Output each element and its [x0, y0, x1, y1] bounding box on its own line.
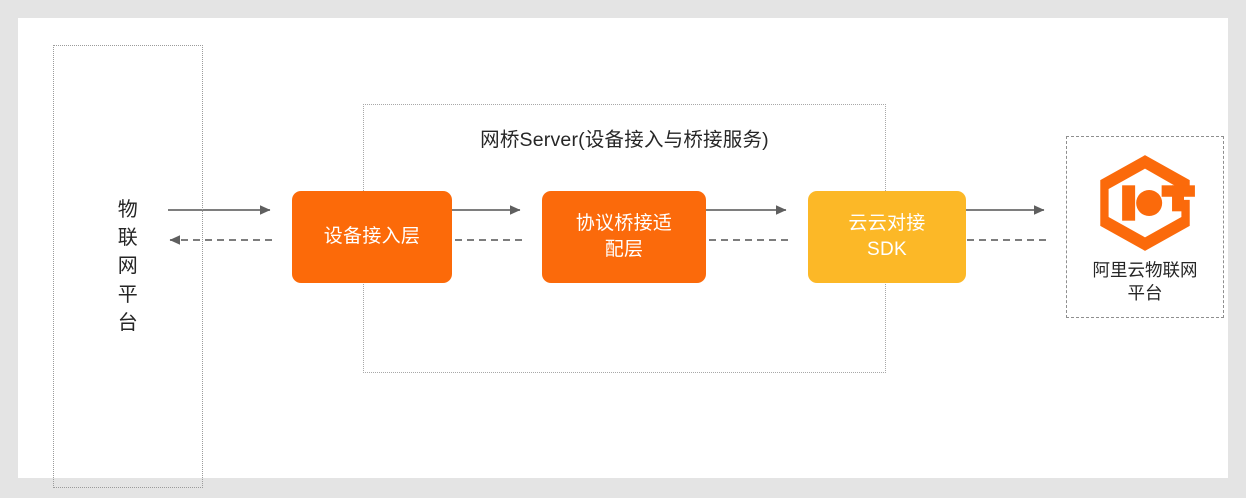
- iot-hexagon-logo-icon: [1100, 155, 1195, 251]
- stage-cloud-connect-sdk-label: 云云对接 SDK: [848, 212, 926, 260]
- right-platform-container: 阿里云物联网 平台: [1066, 136, 1224, 318]
- stage-protocol-bridge-layer-label: 协议桥接适 配层: [575, 212, 673, 260]
- bridge-server-title: 网桥Server(设备接入与桥接服务): [480, 129, 769, 151]
- right-platform-label: 阿里云物联网 平台: [1092, 260, 1198, 304]
- stage-device-access-layer[interactable]: 设备接入层: [292, 191, 452, 283]
- stage-protocol-bridge-layer[interactable]: 协议桥接适 配层: [542, 191, 706, 283]
- left-platform-label: 物 联 网 平 台: [117, 198, 139, 335]
- left-platform-container: 物 联 网 平 台: [53, 45, 203, 488]
- stage-device-access-layer-label: 设备接入层: [323, 225, 421, 247]
- diagram-panel: 物 联 网 平 台 网桥Server(设备接入与桥接服务) 设备接入层 协议桥接…: [18, 18, 1228, 488]
- stage-cloud-connect-sdk[interactable]: 云云对接 SDK: [808, 191, 966, 283]
